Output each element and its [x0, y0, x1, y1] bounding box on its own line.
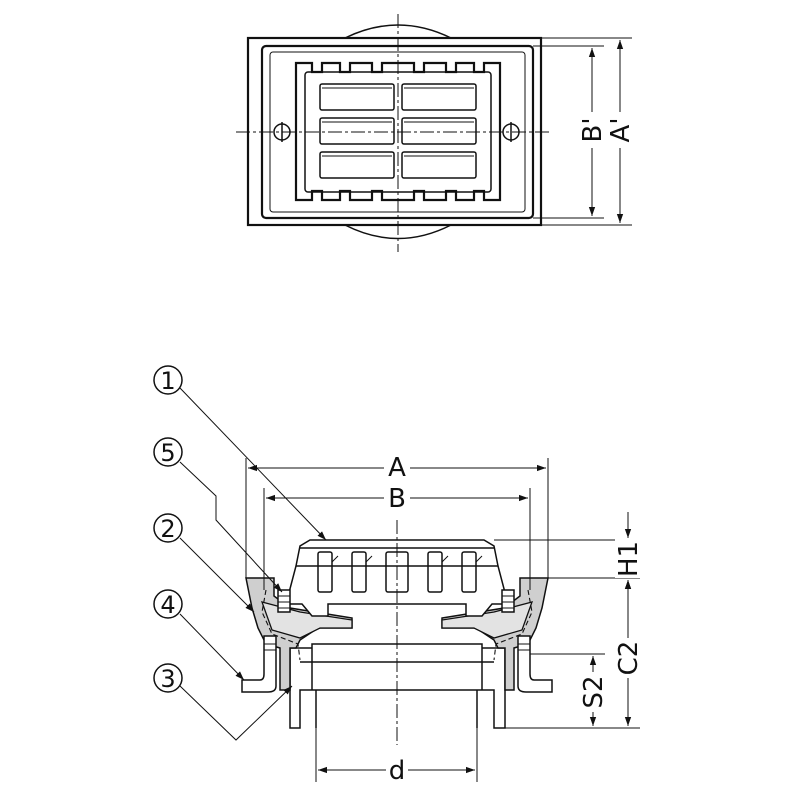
dim-d-label: d [389, 756, 406, 786]
callout-5: 5 [153, 437, 283, 593]
callouts: 1 5 2 4 3 [153, 365, 327, 741]
section-screw-right [501, 589, 515, 613]
callout-2: 2 [153, 513, 255, 613]
dim-a-label: A [388, 453, 406, 483]
section-screw-left [277, 589, 291, 613]
svg-text:4: 4 [160, 591, 175, 619]
plan-grate-outline [294, 61, 502, 202]
section-anchor-right [517, 635, 553, 693]
section-anchor-left [241, 635, 277, 693]
callout-1: 1 [153, 365, 327, 541]
plan-view: B' A' [236, 14, 636, 252]
plan-grate-slots [319, 83, 477, 179]
section-view: A B H1 C2 S2 d [241, 453, 644, 786]
dim-a-prime-label: A' [606, 118, 636, 143]
svg-text:1: 1 [160, 367, 175, 395]
dim-c2-label: C2 [614, 641, 644, 676]
dim-b-prime-label: B' [578, 118, 608, 143]
dim-h1-label: H1 [614, 541, 644, 577]
svg-text:2: 2 [160, 515, 175, 543]
svg-text:3: 3 [160, 665, 175, 693]
callout-4: 4 [153, 589, 245, 681]
dim-s2-label: S2 [579, 675, 609, 708]
dim-b-label: B [388, 484, 406, 514]
callout-3: 3 [153, 663, 293, 741]
svg-text:5: 5 [160, 439, 175, 467]
